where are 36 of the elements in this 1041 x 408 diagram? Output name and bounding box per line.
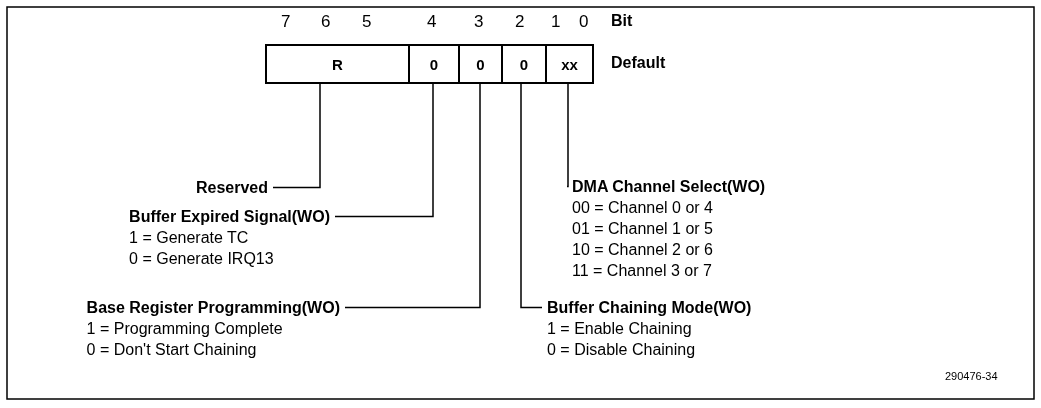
field-title: Reserved	[195, 178, 268, 198]
bit-number: 0	[579, 12, 589, 32]
bit-number: 2	[515, 12, 525, 32]
bit-number: 5	[362, 12, 372, 32]
field-title: Buffer Chaining Mode(WO)	[547, 298, 752, 318]
field-value-text: 0 = Don't Start Chaining	[86, 340, 258, 360]
field-value-text: 00 = Channel 0 or 4	[572, 198, 714, 218]
bit-field: 0	[458, 44, 503, 84]
figure-number: 290476-34	[945, 370, 998, 382]
leader-line	[272, 83, 321, 189]
bit-field: R	[265, 44, 410, 84]
bit-number: 4	[427, 12, 437, 32]
bit-field: 0	[501, 44, 547, 84]
leader-line	[334, 83, 434, 218]
row-label: Default	[611, 54, 666, 72]
field-title: Base Register Programming(WO)	[86, 298, 340, 318]
field-value-text: 0 = Disable Chaining	[547, 340, 697, 360]
leader-line	[566, 83, 569, 188]
bit-field: xx	[545, 44, 594, 84]
field-title: Buffer Expired Signal(WO)	[129, 207, 330, 227]
field-value-text: 11 = Channel 3 or 7	[572, 261, 713, 281]
field-value-text: 1 = Generate TC	[129, 228, 250, 248]
leader-line	[344, 83, 481, 309]
bit-number: 3	[474, 12, 484, 32]
bit-number: 6	[321, 12, 331, 32]
bit-field: 0	[408, 44, 460, 84]
leader-line	[520, 83, 543, 309]
field-value-text: 1 = Programming Complete	[86, 319, 284, 339]
field-value-text: 01 = Channel 1 or 5	[572, 219, 714, 239]
bit-number: 7	[281, 12, 291, 32]
field-value-text: 0 = Generate IRQ13	[129, 249, 275, 269]
bit-number: 1	[551, 12, 561, 32]
field-title: DMA Channel Select(WO)	[572, 177, 766, 197]
field-value-text: 1 = Enable Chaining	[547, 319, 693, 339]
row-label: Bit	[611, 12, 633, 30]
field-value-text: 10 = Channel 2 or 6	[572, 240, 714, 260]
